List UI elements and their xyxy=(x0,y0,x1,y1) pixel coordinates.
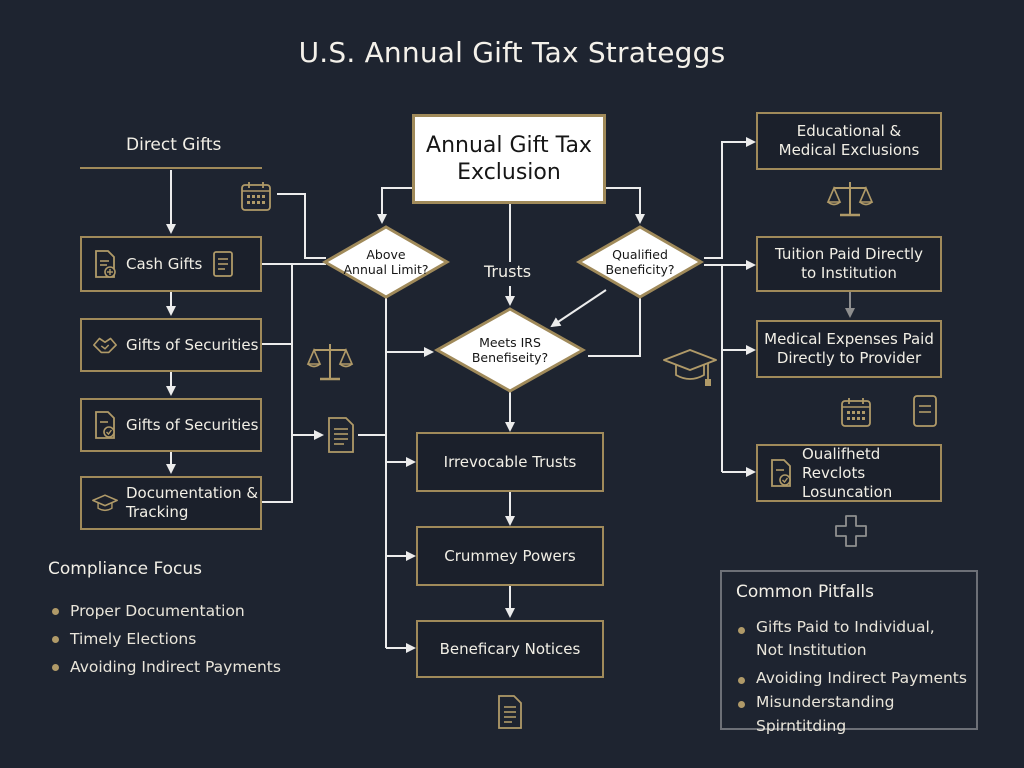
qualified-beneficiary-diamond[interactable]: Qualified Beneficity? xyxy=(575,224,705,300)
cash-gifts-label: Cash Gifts xyxy=(126,254,203,273)
document-check-icon xyxy=(92,410,118,440)
medical-expenses-paid-box[interactable]: Medical Expenses Paid Directly to Provid… xyxy=(756,320,942,378)
common-pitfalls-heading: Common Pitfalls xyxy=(736,582,874,602)
documentation-tracking-label: Documentation & Tracking xyxy=(126,484,259,521)
list-item: Gifts Paid to Individual, Not Institutio… xyxy=(734,616,974,662)
diagram-title: U.S. Annual Gift Tax Strateggs xyxy=(298,36,726,69)
common-pitfalls-panel: Common Pitfalls Gifts Paid to Individual… xyxy=(720,570,978,735)
above-annual-limit-diamond[interactable]: Above Annual Limit? xyxy=(321,224,451,300)
direct-gifts-heading: Direct Gifts xyxy=(126,135,222,155)
compliance-focus-heading: Compliance Focus xyxy=(48,559,203,579)
compliance-focus-list: Proper Documentation Timely Elections Av… xyxy=(48,597,281,681)
meets-irs-diamond[interactable]: Meets IRS Benefiseity? xyxy=(433,306,587,394)
document-icon-center xyxy=(326,416,356,458)
qualified-beneficiary-label: Qualified Beneficity? xyxy=(605,247,675,277)
scales-icon-right xyxy=(826,178,874,224)
list-item: Avoiding Indirect Payments xyxy=(48,653,281,681)
calendar-icon-right xyxy=(840,396,872,432)
graduation-cap-icon-right xyxy=(662,346,718,394)
gifts-of-securities-label-2: Gifts of Securities xyxy=(126,415,259,434)
annual-gift-tax-exclusion-box[interactable]: Annual Gift Tax Exclusion xyxy=(412,114,606,204)
qualified-revclots-box[interactable]: Oualifhetd Revclots Losuncation xyxy=(756,444,942,502)
trusts-label: Trusts xyxy=(484,262,532,281)
meets-irs-label: Meets IRS Benefiseity? xyxy=(471,335,549,365)
list-item: Misunderstanding Spirntitding xyxy=(734,690,974,738)
list-item: Timely Elections xyxy=(48,625,281,653)
irrevocable-trusts-box[interactable]: Irrevocable Trusts xyxy=(416,432,604,492)
beneficiary-notices-box[interactable]: Beneficary Notices xyxy=(416,620,604,678)
list-item: Proper Documentation xyxy=(48,597,281,625)
common-pitfalls-list: Gifts Paid to Individual, Not Institutio… xyxy=(734,616,974,738)
educational-medical-exclusions-box[interactable]: Educational & Medical Exclusions xyxy=(756,112,942,170)
list-item: Avoiding Indirect Payments xyxy=(734,666,974,690)
tuition-paid-directly-box[interactable]: Tuition Paid Directly to Institution xyxy=(756,236,942,292)
clipboard-icon xyxy=(912,394,938,432)
document-icon xyxy=(210,249,236,279)
qualified-revclots-label: Oualifhetd Revclots Losuncation xyxy=(802,444,893,501)
gifts-of-securities-box-1[interactable]: Gifts of Securities xyxy=(80,318,262,372)
document-icon-bottom xyxy=(496,694,524,734)
medical-cross-icon xyxy=(834,514,868,552)
calendar-icon xyxy=(240,180,272,216)
documentation-tracking-box[interactable]: Documentation & Tracking xyxy=(80,476,262,530)
handshake-icon xyxy=(92,330,118,360)
graduation-cap-icon xyxy=(92,488,118,518)
document-plus-icon xyxy=(92,249,118,279)
cash-gifts-box[interactable]: Cash Gifts xyxy=(80,236,262,292)
scales-icon xyxy=(306,340,354,388)
gifts-of-securities-box-2[interactable]: Gifts of Securities xyxy=(80,398,262,452)
crummey-powers-box[interactable]: Crummey Powers xyxy=(416,526,604,586)
gifts-of-securities-label-1: Gifts of Securities xyxy=(126,335,259,354)
document-check-icon-right xyxy=(768,458,794,488)
above-annual-limit-label: Above Annual Limit? xyxy=(343,247,429,277)
